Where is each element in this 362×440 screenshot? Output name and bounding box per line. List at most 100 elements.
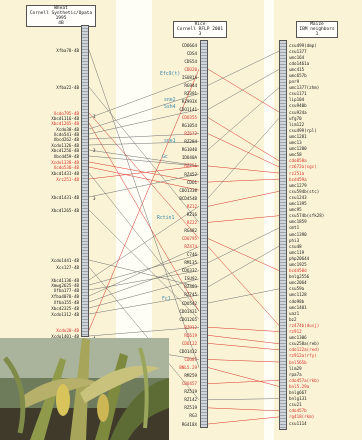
maize-marker[interactable]: csu940b [289,103,307,109]
maize-marker[interactable]: umc58 [289,152,302,158]
wheat-marker[interactable]: Xbcd1265-4B [51,120,79,126]
maize-marker[interactable]: umc1306 [289,335,307,341]
maize-marker[interactable]: bcd459a [289,176,307,182]
rice-marker[interactable]: CDO457 [181,381,197,387]
maize-marker[interactable]: uaz1 [289,310,300,316]
rice-marker[interactable]: RZ993X [181,98,197,104]
wheat-marker[interactable]: Xcdo541-4B [53,131,79,137]
rice-locus-label[interactable]: Ssh4 [164,104,176,110]
wheat-marker[interactable]: Xcdo38-4B [56,126,79,132]
maize-marker[interactable]: bnlg667 [289,390,307,396]
maize-marker[interactable]: cdo1461a [289,60,310,66]
maize-marker[interactable]: umc1280 [289,146,307,152]
maize-marker[interactable]: lip104 [289,97,305,103]
rice-marker[interactable]: RG418X [181,421,197,427]
rice-marker[interactable]: CDO542 [181,300,197,306]
maize-marker[interactable]: cdo457b [289,408,307,414]
rice-marker[interactable]: RZ403 [184,284,197,290]
wheat-marker[interactable]: Xcdo1401-4B [51,333,79,339]
rice-marker[interactable]: CDO355 [181,115,197,121]
rice-marker[interactable]: CDO1432 [179,348,197,354]
rice-locus-label[interactable]: Fc1 [162,296,171,302]
maize-marker[interactable]: umc1401 [289,304,307,310]
rice-marker[interactable]: CDO795 [181,236,197,242]
rice-map-title[interactable]: Rice Cornell RFLP 2001 3 [173,21,227,38]
rice-marker[interactable]: CDO1 [186,179,197,185]
wheat-marker[interactable]: Xcdo795-4B [53,110,79,116]
wheat-marker[interactable]: Xcdo1312-4B [51,311,79,317]
maize-marker[interactable]: umc1390 [289,231,307,237]
rice-marker[interactable]: RZ16 [186,211,197,217]
maize-marker[interactable]: bz2 [289,316,297,322]
wheat-marker[interactable]: Xfba22-4B [56,84,79,90]
maize-marker[interactable]: bnl565b [289,359,307,365]
maize-marker[interactable]: ufg70 [289,115,302,121]
rice-marker[interactable]: RZ912 [184,324,197,330]
rice-marker[interactable]: BNL5.29 [179,365,197,371]
rice-marker[interactable]: RM135 [184,260,197,266]
wheat-marker[interactable]: Xbcd1136-4B [51,277,79,283]
maize-map-title[interactable]: Maize IBM neighbors 1 [296,21,338,38]
rice-marker[interactable]: RM259 [184,373,197,379]
wheat-chromosome-bar[interactable] [81,25,89,337]
wheat-marker[interactable]: Xfba155-4B [53,299,79,305]
maize-marker[interactable]: umc1281 [289,133,307,139]
maize-marker[interactable]: cmt1 [289,225,300,231]
maize-marker[interactable]: cdo98b [289,298,305,304]
rice-marker[interactable]: RG482 [184,227,197,233]
maize-marker[interactable]: csu1114 [289,420,307,426]
rice-locus-label[interactable]: Efc9(t) [160,71,181,77]
maize-marker[interactable]: csu21 [289,402,302,408]
wheat-marker[interactable]: Xfba177-4B [53,287,79,293]
maize-marker[interactable]: csu1243 [289,194,307,200]
rice-marker[interactable]: CDO1338 [179,187,197,193]
maize-marker[interactable]: csu594b(stc) [289,188,320,194]
rice-marker[interactable]: CDO1431 [179,308,197,314]
maize-marker[interactable]: umc1279 [289,182,307,188]
maize-marker[interactable]: cdo457a(rkb) [289,377,320,383]
rice-locus-label[interactable]: Rctin1 [157,215,175,221]
maize-marker[interactable]: umc13 [289,140,302,146]
wheat-marker[interactable]: Xcdo1126-4B [51,142,79,148]
wheat-marker[interactable]: Xrz251-4B [56,176,79,182]
maize-marker[interactable]: umc1377(zhm) [289,85,320,91]
maize-marker[interactable]: bcd450d [289,268,307,274]
wheat-marker[interactable]: Xcs127-4B [56,264,79,270]
rice-marker[interactable]: ISU81A [181,74,197,80]
rice-marker[interactable]: RZ619 [184,332,197,338]
maize-marker[interactable]: rz474b(dusj) [289,322,320,328]
maize-marker[interactable]: bnlg2556 [289,274,310,280]
maize-marker[interactable]: umc2064 [289,280,307,286]
wheat-marker[interactable]: Xbcd1431-4B [51,194,79,200]
maize-marker[interactable]: umc657b [289,72,307,78]
wheat-marker[interactable]: Xbcd1265-4B [51,207,79,213]
wheat-marker[interactable]: Xbcd1431-4B [51,170,79,176]
maize-marker[interactable]: rz672a(sgc) [289,164,317,170]
rice-locus-label[interactable]: sne2 [164,97,176,103]
maize-marker[interactable]: csu924a [289,109,307,115]
wheat-marker[interactable]: Xfba4078-4B [51,293,79,299]
rice-marker[interactable]: RZ142 [184,397,197,403]
wheat-map-title[interactable]: Wheat Cornell Synthetic/Opata 1995 4B [26,5,96,27]
rice-marker[interactable]: RG944 [184,82,197,88]
rice-marker[interactable]: RZ251 [184,163,197,169]
rice-marker[interactable]: RZ519 [184,389,197,395]
rice-marker[interactable]: RZ12 [186,203,197,209]
maize-marker[interactable]: rg418(rkm) [289,414,315,420]
maize-marker[interactable]: lim29 [289,365,302,371]
wheat-marker[interactable]: Xbcd1256-4B [51,147,79,153]
rice-marker[interactable]: RZ519 [184,405,197,411]
maize-marker[interactable]: cdo122a(red) [289,347,320,353]
wheat-marker[interactable]: Xfba78-4B [56,47,79,53]
maize-marker[interactable]: bnl5.29a [289,383,310,389]
rice-marker[interactable]: RZ391 [184,90,197,96]
rice-marker[interactable]: RZ22 [186,219,197,225]
rice-marker[interactable]: C746 [186,252,197,258]
maize-marker[interactable]: umc164 [289,54,305,60]
maize-marker[interactable]: csu499(rpl) [289,127,317,133]
rice-locus-label[interactable]: Gc [162,154,168,160]
maize-marker[interactable]: rz912a(rfy) [289,353,317,359]
maize-marker[interactable]: umc95 [289,207,302,213]
wheat-marker[interactable]: Xmwg2625-4B [51,282,79,288]
maize-marker[interactable]: php20644 [289,255,310,261]
